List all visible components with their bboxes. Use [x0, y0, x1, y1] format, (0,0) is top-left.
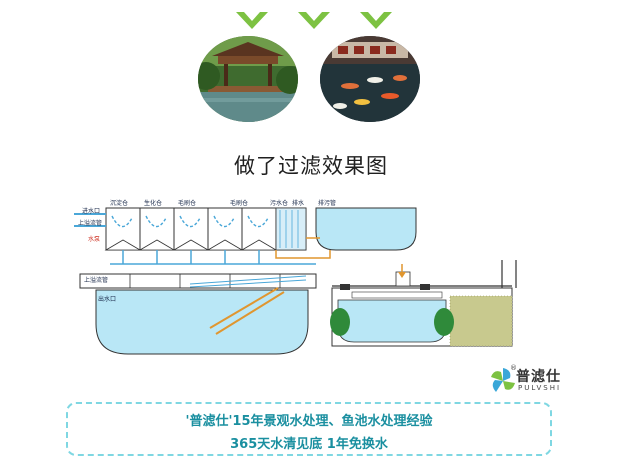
bio-label: 生化仓: [144, 200, 163, 207]
drain-label: 排水: [292, 200, 305, 207]
upper-pipe-label: 上溢流管: [78, 220, 103, 227]
koi-pond-photo: [320, 36, 420, 122]
pump-label: 水泵: [88, 236, 101, 243]
diagram-drawing: [74, 207, 517, 355]
brand-name-cn: 普滤仕: [516, 369, 561, 385]
pond-upper-label: 上溢流管: [84, 277, 109, 284]
info-banner: '普滤仕'15年景观水处理、鱼池水处理经验 365天水清见底 1年免换水: [66, 402, 552, 456]
filtration-diagram: 进水口 上溢流管 水泵 沉淀仓 生化仓 毛刷仓 毛刷仓 污水仓 排水 排污管 上…: [70, 188, 550, 368]
pond-outlet-label: 出水口: [98, 296, 117, 303]
dirty-label: 污水仓: [270, 200, 289, 207]
brush2-label: 毛刷仓: [230, 200, 249, 207]
pinwheel-logo-icon: [491, 368, 515, 392]
brand-logo: 普滤仕 PULVSHI ®: [490, 364, 600, 398]
check-icon: [360, 12, 392, 29]
page-title: 做了过滤效果图: [234, 154, 388, 178]
brush1-label: 毛刷仓: [178, 200, 197, 207]
inlet-label: 进水口: [82, 208, 101, 215]
registered-mark: ®: [510, 364, 517, 372]
check-icon: [298, 12, 330, 29]
check-icon: [236, 12, 268, 29]
pavilion-photo: [198, 36, 298, 122]
overflow-label: 排污管: [318, 200, 337, 207]
banner-line2: 365天水清见底 1年免换水: [230, 437, 388, 452]
banner-line1: '普滤仕'15年景观水处理、鱼池水处理经验: [185, 414, 433, 429]
settling-label: 沉淀仓: [110, 200, 129, 207]
brand-name-en: PULVSHI: [518, 384, 562, 392]
